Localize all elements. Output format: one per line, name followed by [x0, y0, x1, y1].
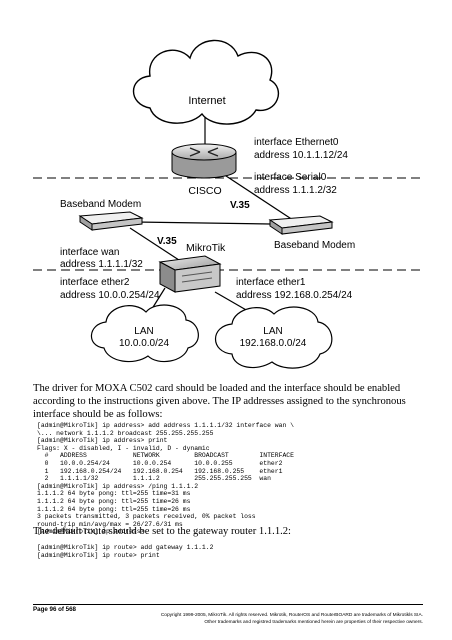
copyright-line-2: Other trademarks and registred trademark… [204, 620, 423, 625]
ether1-address-label: address 192.168.0.254/24 [236, 290, 353, 301]
v35-label-left: V.35 [157, 236, 177, 247]
modem-modem-link [134, 221, 271, 225]
baseband-modem-left-icon [78, 211, 144, 231]
wan-interface-label: interface wan [60, 247, 119, 258]
v35-label-right: V.35 [230, 200, 250, 211]
cisco-label: CISCO [188, 185, 221, 197]
internet-label: Internet [188, 95, 225, 107]
lan1-label: LAN [134, 326, 153, 337]
lan-192-cloud-icon [215, 306, 333, 369]
cisco-ethernet0-interface: interface Ethernet0 [254, 137, 339, 148]
ether1-interface-label: interface ether1 [236, 277, 306, 288]
lan2-label: LAN [263, 326, 282, 337]
ip-route-code-block: [admin@MikroTik] ip route> add gateway 1… [37, 544, 214, 559]
mikrotik-label: MikroTik [186, 242, 226, 254]
lan-10-cloud-icon [90, 304, 199, 363]
copyright-line-1: Copyright 1999-2005, MikroTik. All right… [160, 613, 423, 618]
footer-divider [33, 604, 423, 605]
ip-address-code-block: [admin@MikroTik] ip address> add address… [37, 422, 294, 536]
ether2-address-label: address 10.0.0.254/24 [60, 290, 160, 301]
page-number: Page 96 of 568 [33, 606, 76, 613]
default-route-paragraph: The default route should be set to the g… [33, 526, 292, 537]
ether2-interface-label: interface ether2 [60, 277, 130, 288]
cisco-serial0-interface: interface Serial0 [254, 172, 327, 183]
lan1-network: 10.0.0.0/24 [119, 338, 169, 349]
wan-address-label: address 1.1.1.1/32 [60, 259, 143, 270]
cisco-modem-link [219, 171, 297, 223]
modem-left-label: Baseband Modem [60, 199, 141, 210]
cisco-serial0-address: address 1.1.1.2/32 [254, 185, 337, 196]
mikrotik-router-icon [158, 255, 222, 293]
modem-mikrotik-link [129, 227, 183, 263]
internet-cloud-icon [133, 39, 280, 125]
driver-instructions-paragraph: The driver for MOXA C502 card should be … [33, 383, 406, 420]
modem-right-label: Baseband Modem [274, 240, 355, 251]
baseband-modem-right-icon [268, 215, 334, 235]
lan2-network: 192.168.0.0/24 [240, 338, 307, 349]
network-diagram: Internet CISCO interface Ethernet0 addre… [33, 39, 425, 369]
cisco-router-icon [171, 143, 237, 179]
cisco-ethernet0-address: address 10.1.1.12/24 [254, 150, 348, 161]
